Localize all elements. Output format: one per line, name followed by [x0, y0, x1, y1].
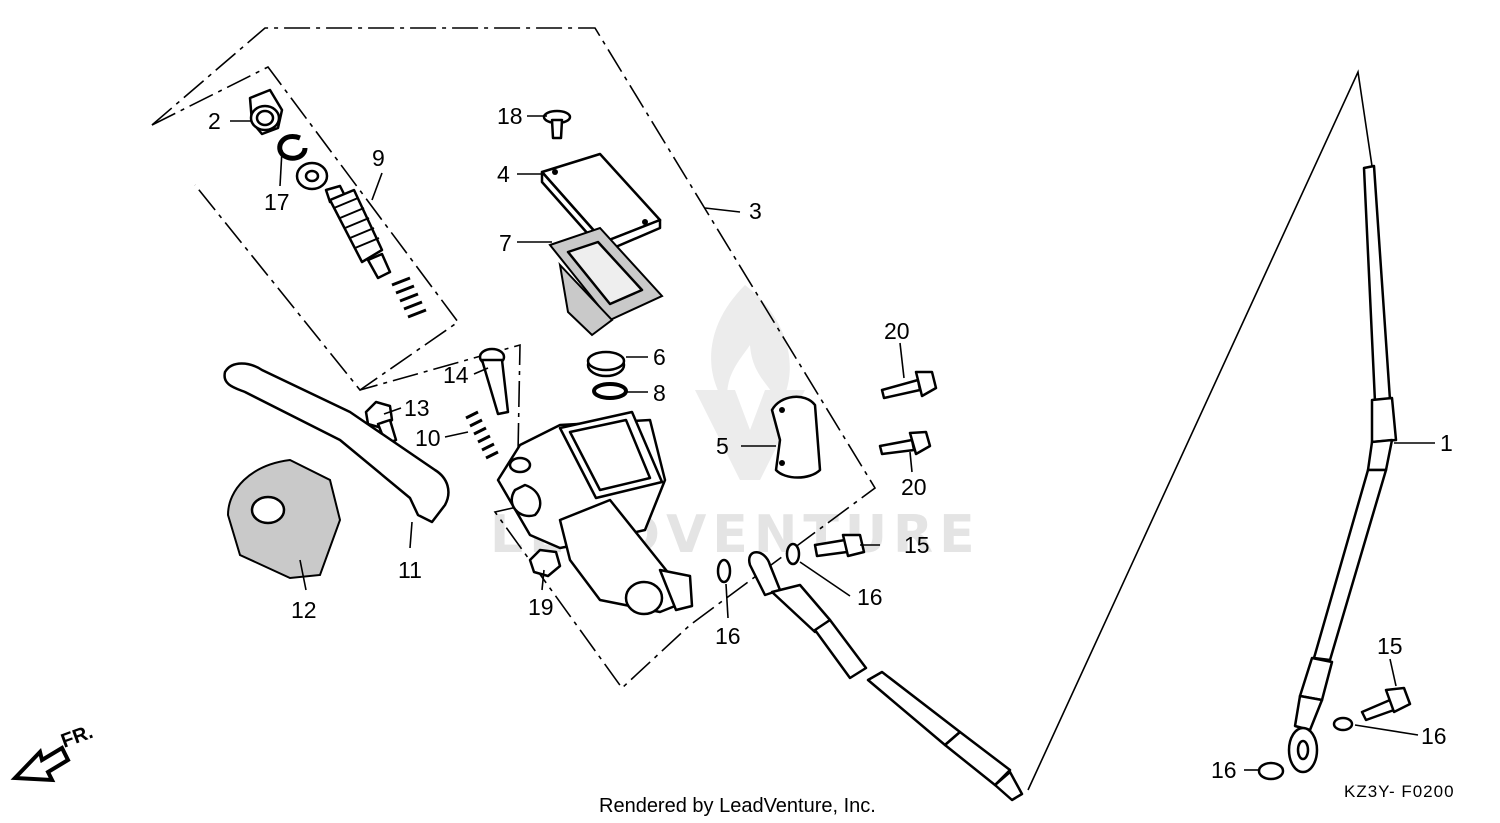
callout-3: 3: [749, 198, 762, 224]
assembly-outline-9: [151, 65, 460, 392]
front-direction-indicator: FR.: [10, 721, 96, 783]
callout-15-lower: 15: [1377, 633, 1403, 659]
part-16-washer-left: [716, 558, 732, 584]
callout-9: 9: [372, 145, 385, 171]
callout-4: 4: [497, 161, 510, 187]
callout-20-lower: 20: [901, 474, 927, 500]
part-16-washer-right-upper: [1332, 716, 1354, 732]
part-10-spring: [465, 410, 499, 460]
part-20-bolt-upper: [880, 370, 938, 400]
part-9-piston-kit: [295, 161, 427, 319]
part-20-bolt-lower: [878, 430, 932, 456]
part-3-master-cylinder: [496, 410, 694, 616]
callout-12: 12: [291, 597, 317, 623]
part-19-nut: [528, 548, 562, 578]
callout-20-upper: 20: [884, 318, 910, 344]
callout-16-right: 16: [1421, 723, 1447, 749]
front-direction-label: FR.: [58, 721, 96, 753]
callout-5: 5: [716, 433, 729, 459]
callout-6: 6: [653, 344, 666, 370]
callout-labels: 1 2 3 4 5 6 7 8 9 10 11 12 13 14 15 15 1…: [208, 103, 1453, 783]
callout-10: 10: [415, 425, 441, 451]
part-5-holder: [770, 395, 822, 479]
part-16-washer-mid: [785, 542, 801, 566]
leader-lines: [230, 115, 1435, 771]
hose-outline: [1027, 69, 1373, 791]
callout-16-bottom: 16: [1211, 757, 1237, 783]
callout-17: 17: [264, 189, 290, 215]
part-11-lever: [223, 362, 450, 524]
callout-8: 8: [653, 380, 666, 406]
part-12-lever-cover: [226, 458, 342, 580]
callout-19: 19: [528, 594, 554, 620]
callout-7: 7: [499, 230, 512, 256]
part-15-bolt-lower: [1360, 686, 1412, 722]
callout-1: 1: [1440, 430, 1453, 456]
part-2-boot: [248, 88, 284, 136]
callout-2: 2: [208, 108, 221, 134]
assembly-outline-3: [151, 27, 877, 690]
part-7-diaphragm: [548, 226, 664, 337]
front-arrow-icon: [10, 745, 71, 783]
part-16-washer-right-lower: [1257, 761, 1285, 781]
footer-credit: Rendered by LeadVenture, Inc.: [599, 795, 876, 817]
part-15-bolt-upper: [813, 533, 866, 558]
part-17-circlip: [277, 134, 308, 161]
diagram-code: KZ3Y- F0200: [1344, 782, 1455, 801]
callout-11: 11: [398, 557, 422, 583]
part-1-brake-hose: [747, 164, 1398, 802]
callout-16-upper: 16: [857, 584, 883, 610]
callout-14: 14: [443, 362, 469, 388]
callout-13: 13: [404, 395, 430, 421]
callout-15-upper: 15: [904, 532, 930, 558]
callout-18: 18: [497, 103, 523, 129]
part-6-float: [586, 350, 626, 378]
callout-16-left: 16: [715, 623, 741, 649]
part-8-ring: [592, 382, 628, 400]
part-14-pivot-bolt: [478, 347, 510, 416]
part-18-screw: [542, 109, 572, 140]
